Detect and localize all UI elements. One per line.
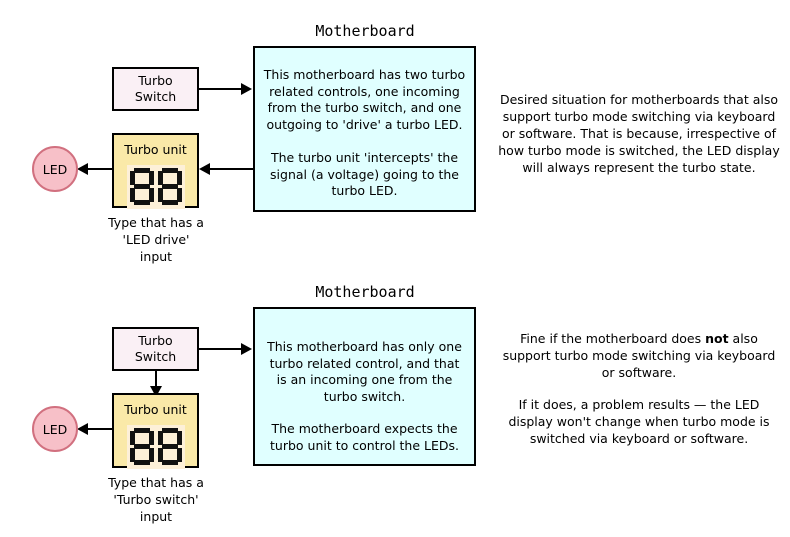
- segment-d: [161, 200, 178, 205]
- segment-c: [176, 448, 182, 462]
- segment-c: [176, 188, 182, 202]
- turbo-switch-box-top[interactable]: Turbo Switch: [112, 67, 199, 111]
- seven-segment-digit: [128, 167, 155, 207]
- segment-f: [157, 431, 163, 445]
- seven-segment-digit: [156, 427, 183, 467]
- turbo-unit-caption-top: Type that has a 'LED drive' input: [88, 214, 224, 265]
- side-note-top: Desired situation for motherboards that …: [498, 92, 780, 175]
- seven-segment-display-top: [126, 165, 185, 209]
- connector-unit-to-led-top: [88, 168, 112, 170]
- segment-d: [133, 460, 150, 465]
- arrow-head-switch-to-motherboard-top: [241, 83, 252, 95]
- turbo-switch-label-line1: Turbo: [138, 333, 173, 348]
- led-label-bottom: LED: [42, 421, 68, 437]
- motherboard-paragraph-1-bottom: This motherboard has only one turbo rela…: [267, 339, 462, 404]
- turbo-switch-box-bottom[interactable]: Turbo Switch: [112, 327, 199, 371]
- segment-e: [157, 188, 163, 202]
- segment-a: [161, 168, 178, 173]
- segment-g: [133, 444, 150, 449]
- connector-switch-to-motherboard-bottom: [199, 348, 243, 350]
- segment-a: [133, 168, 150, 173]
- side-note-bottom-paragraph-1: Fine if the motherboard does not also su…: [495, 330, 783, 381]
- segment-e: [157, 448, 163, 462]
- connector-switch-to-unit-bottom: [155, 371, 157, 389]
- caption-line-1: Type that has a: [108, 475, 204, 490]
- caption-line-2: 'LED drive': [122, 232, 190, 247]
- motherboard-title-top: Motherboard: [315, 22, 415, 40]
- arrow-head-switch-to-motherboard-bottom: [241, 343, 252, 355]
- seven-segment-digit: [156, 167, 183, 207]
- segment-e: [129, 448, 135, 462]
- seven-segment-digit: [128, 427, 155, 467]
- segment-e: [129, 188, 135, 202]
- connector-motherboard-to-unit-top: [210, 168, 253, 170]
- connector-switch-to-motherboard-top: [199, 88, 243, 90]
- segment-c: [148, 188, 154, 202]
- segment-f: [129, 431, 135, 445]
- note-text-a: Fine if the motherboard does: [520, 331, 706, 346]
- led-label-top: LED: [42, 161, 68, 177]
- turbo-unit-box-top[interactable]: Turbo unit: [112, 133, 199, 209]
- turbo-switch-label-line1: Turbo: [138, 73, 173, 88]
- turbo-unit-title-top: Turbo unit: [124, 142, 187, 157]
- segment-g: [161, 444, 178, 449]
- turbo-unit-caption-bottom: Type that has a 'Turbo switch' input: [88, 474, 224, 525]
- motherboard-paragraph-2-bottom: The motherboard expects the turbo unit t…: [270, 421, 459, 453]
- caption-line-1: Type that has a: [108, 215, 204, 230]
- motherboard-box-bottom: This motherboard has only one turbo rela…: [253, 307, 476, 466]
- segment-b: [176, 171, 182, 185]
- arrow-head-switch-to-unit-bottom: [150, 386, 162, 397]
- side-note-bottom-paragraph-2: If it does, a problem results — the LED …: [508, 397, 770, 446]
- segment-a: [133, 428, 150, 433]
- segment-c: [148, 448, 154, 462]
- motherboard-box-top: This motherboard has two turbo related c…: [253, 46, 476, 212]
- segment-b: [148, 171, 154, 185]
- motherboard-paragraph-2-top: The turbo unit 'intercepts' the signal (…: [270, 150, 459, 198]
- motherboard-paragraph-1-top: This motherboard has two turbo related c…: [263, 67, 466, 132]
- segment-d: [133, 200, 150, 205]
- turbo-switch-label-bottom: Turbo Switch: [135, 333, 176, 365]
- arrow-head-unit-to-led-top: [77, 163, 88, 175]
- turbo-unit-box-bottom[interactable]: Turbo unit: [112, 393, 199, 469]
- segment-a: [161, 428, 178, 433]
- segment-b: [176, 431, 182, 445]
- seven-segment-display-bottom: [126, 425, 185, 469]
- led-indicator-bottom: LED: [32, 406, 78, 452]
- led-indicator-top: LED: [32, 146, 78, 192]
- turbo-switch-label-top: Turbo Switch: [135, 73, 176, 105]
- turbo-switch-label-line2: Switch: [134, 349, 177, 364]
- segment-f: [129, 171, 135, 185]
- turbo-switch-label-line2: Switch: [134, 89, 177, 104]
- caption-line-3: input: [139, 509, 173, 524]
- turbo-unit-title-bottom: Turbo unit: [124, 402, 187, 417]
- segment-f: [157, 171, 163, 185]
- arrow-head-unit-to-led-bottom: [77, 423, 88, 435]
- arrow-head-motherboard-to-unit-top: [199, 163, 210, 175]
- connector-unit-to-led-bottom: [88, 428, 112, 430]
- caption-line-2: 'Turbo switch': [113, 492, 199, 507]
- segment-g: [161, 184, 178, 189]
- segment-g: [133, 184, 150, 189]
- note-text-bold: not: [705, 331, 729, 346]
- caption-line-3: input: [139, 249, 173, 264]
- motherboard-title-bottom: Motherboard: [315, 283, 415, 301]
- segment-d: [161, 460, 178, 465]
- segment-b: [148, 431, 154, 445]
- note-text-b: also support turbo mode switching via ke…: [502, 331, 776, 380]
